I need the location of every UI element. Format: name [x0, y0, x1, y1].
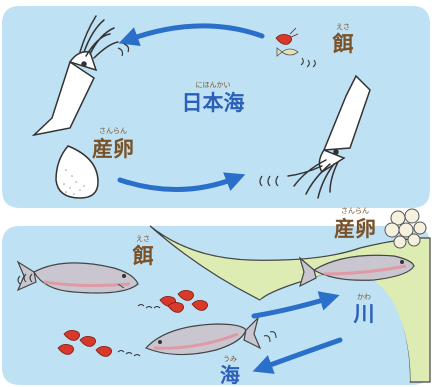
spawn-ruby-bottom: さんらん	[341, 207, 369, 215]
squid-right	[259, 74, 371, 199]
egg-mass-icon	[55, 145, 99, 199]
river-area	[260, 269, 410, 382]
food-ruby-top: えさ	[336, 23, 350, 31]
salmon-river	[298, 254, 415, 288]
river-ruby: かわ	[357, 293, 371, 301]
cycle-arrow-bottom	[117, 172, 246, 193]
egg-cluster-icon	[384, 208, 427, 249]
migration-arrow-upstream	[251, 291, 340, 319]
food-label-top: 餌	[332, 32, 354, 56]
sea-label: 海	[220, 363, 240, 387]
river-label: 川	[353, 302, 375, 326]
food-label-bottom: 餌	[132, 244, 154, 268]
migration-arrow-downstream	[252, 337, 343, 374]
small-fish-icon	[276, 47, 316, 68]
sea-ruby: うみ	[223, 355, 237, 363]
cycle-arrow-top	[118, 23, 265, 47]
shrimp-group-1	[159, 290, 208, 313]
salmon-bottom	[144, 316, 262, 356]
spawn-label-top: 産卵	[92, 137, 134, 161]
spawn-label-bottom: 産卵	[334, 217, 376, 241]
sea-of-japan-label: 日本海	[181, 91, 245, 115]
shrimp-icon	[275, 27, 299, 45]
shrimp-group-2	[57, 330, 112, 357]
food-ruby-bottom: えさ	[136, 235, 150, 243]
squid-left	[31, 15, 130, 137]
salmon-top-left	[16, 260, 139, 294]
spawn-ruby-top: さんらん	[99, 127, 127, 135]
sea-of-japan-ruby: にほんかい	[195, 81, 231, 89]
